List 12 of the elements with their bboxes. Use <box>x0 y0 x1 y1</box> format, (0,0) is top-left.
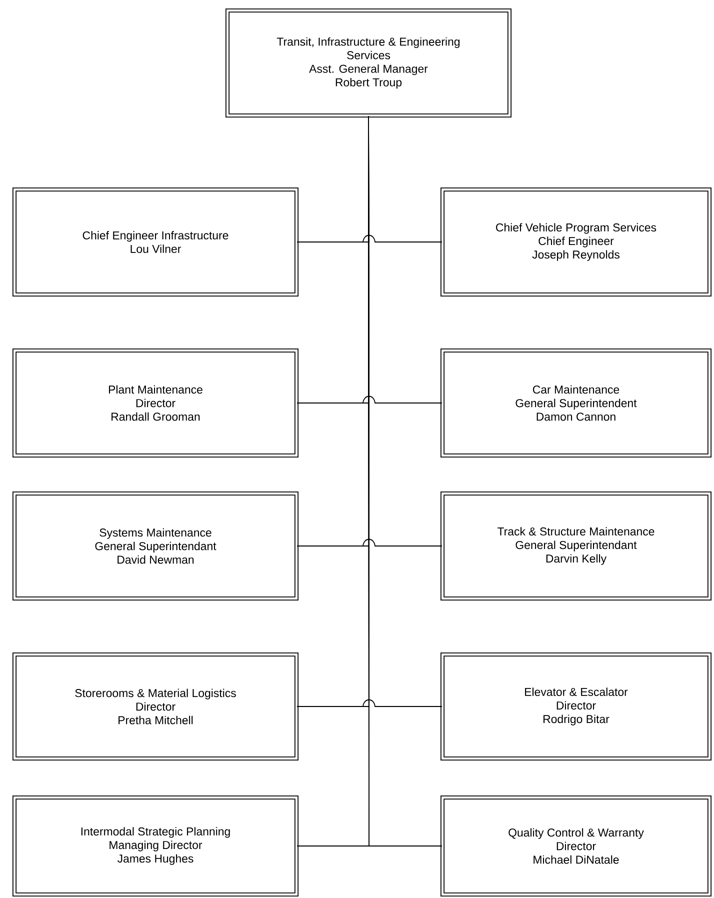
org-box: Intermodal Strategic Planning Managing Director James Hughes <box>12 796 298 896</box>
org-box: Chief Vehicle Program Services Chief Engineer Joseph Reynolds <box>440 188 712 296</box>
org-box: Car Maintenance General Superintendent Damon Cannon <box>440 348 712 458</box>
org-box: Chief Engineer Infrastructure Lou Vilner <box>12 188 298 296</box>
org-box: Plant Maintenance Director Randall Grooman <box>12 348 298 458</box>
org-box: Storerooms & Material Logistics Director Pretha Mitchell <box>12 652 298 760</box>
org-box: Systems Maintenance General Superintendant David Newman <box>12 492 298 600</box>
org-box: Track & Structure Maintenance General Superintendant Darvin Kelly <box>440 492 712 600</box>
org-box: Quality Control & Warranty Director Michael DiNatale <box>440 796 712 896</box>
org-box: Elevator & Escalator Director Rodrigo Bitar <box>440 652 712 760</box>
org-box: Transit, Infrastructure & Engineering Services Asst. General Manager Robert Troup <box>226 8 512 118</box>
connector-line <box>368 116 442 846</box>
